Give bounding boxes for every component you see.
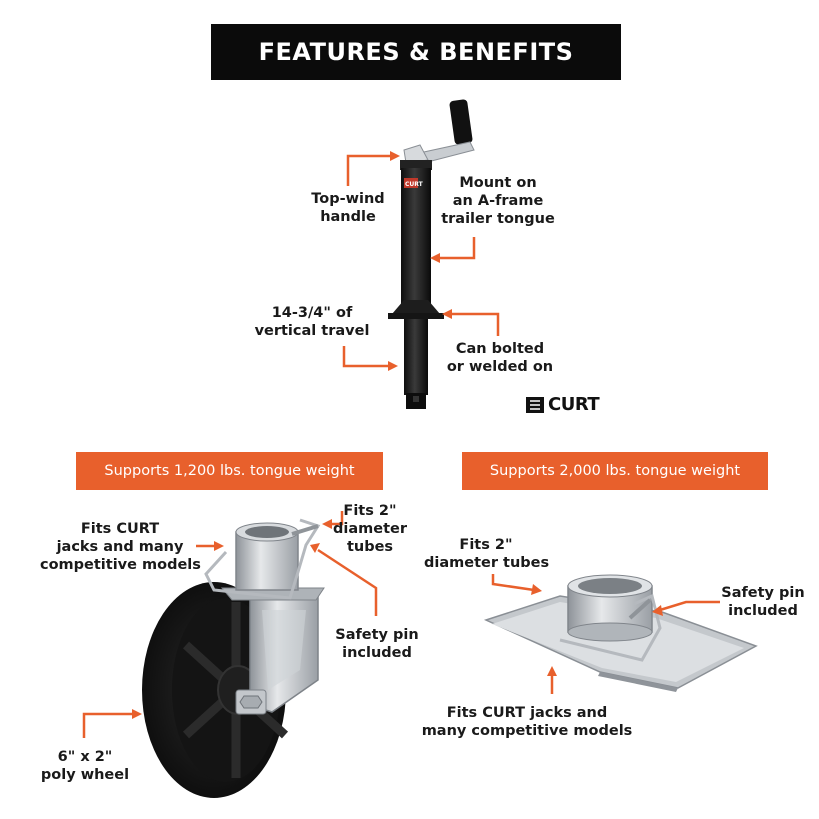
- curt-logo-text: CURT: [548, 394, 600, 415]
- mount-flange: [388, 313, 444, 319]
- inner-tube: [404, 319, 428, 395]
- plate-safety-pin: [559, 593, 662, 662]
- jack-tube: [401, 168, 431, 310]
- curt-logo-icon: [526, 396, 544, 413]
- a-frame-jack: CURT: [388, 99, 475, 409]
- callout-arrows: [82, 154, 720, 738]
- curt-logo: CURT: [525, 394, 600, 415]
- safety-pin: [204, 518, 321, 600]
- footplate-capacity-banner: Supports 2,000 lbs. tongue weight: [462, 452, 768, 490]
- plate-tubes-label: Fits 2"diameter tubes: [424, 537, 550, 571]
- handle-grip: [449, 99, 473, 145]
- footplate: [483, 574, 758, 692]
- swivel-wheel: [142, 518, 325, 798]
- arrowheads: [132, 151, 663, 719]
- wheel-capacity-banner: Supports 1,200 lbs. tongue weight: [76, 452, 383, 490]
- jack-badge: CURT: [405, 181, 424, 188]
- poly-wheel-label: 6" x 2"poly wheel: [40, 749, 130, 783]
- page-title: FEATURES & BENEFITS: [211, 24, 621, 80]
- tube-socket: [235, 531, 299, 591]
